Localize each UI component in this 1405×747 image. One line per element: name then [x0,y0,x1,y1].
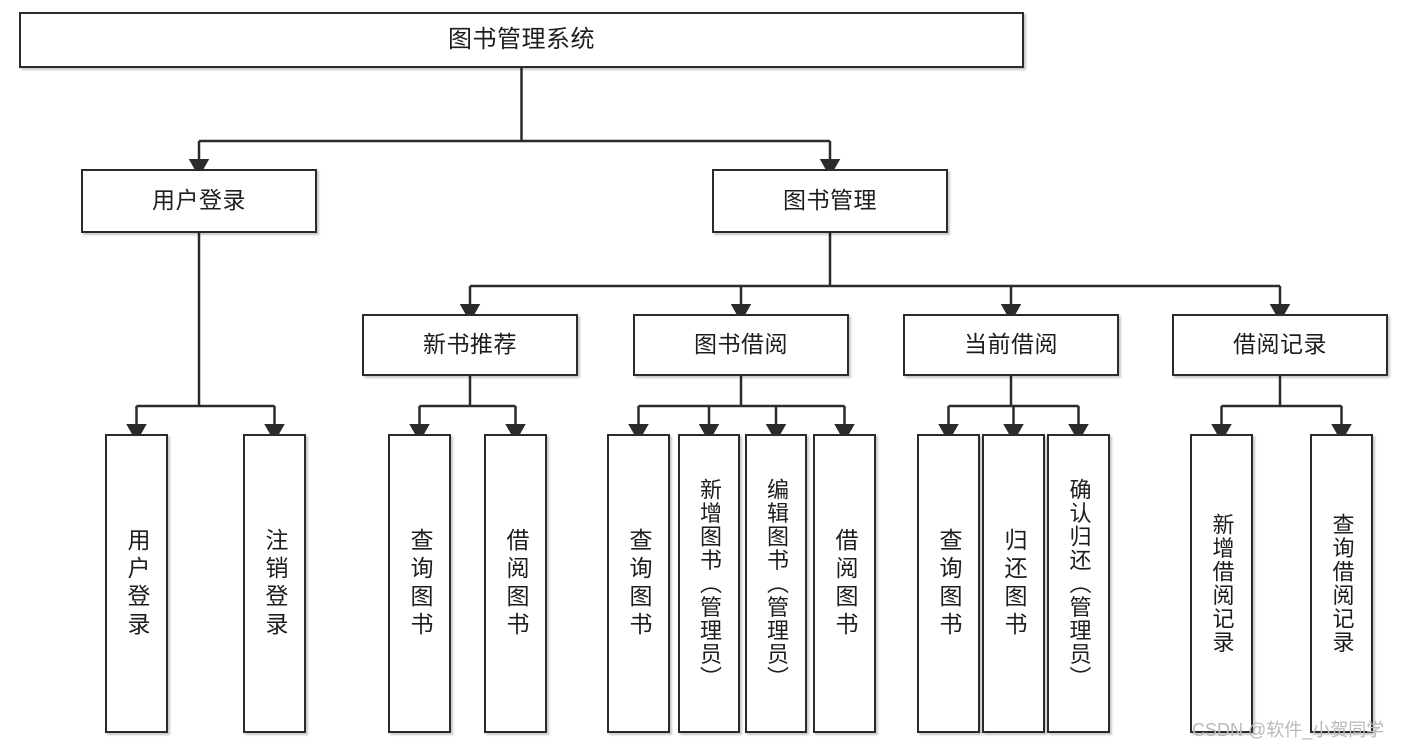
node-label: 归还图书 [1001,527,1027,640]
node-label: 用户登录 [124,527,150,640]
node-leaf-borrow-book[interactable]: 借阅图书 [813,434,876,733]
node-borrow-record[interactable]: 借阅记录 [1172,314,1388,376]
node-new-book-rec[interactable]: 新书推荐 [362,314,578,376]
connector-lines [126,68,1352,442]
node-label: 查询图书 [407,527,433,640]
node-leaf-query-book-rec[interactable]: 查询图书 [388,434,451,733]
watermark-label: CSDN @软件_小贺同学 [1192,720,1385,740]
node-label: 图书管理系统 [448,25,595,53]
node-leaf-user-login[interactable]: 用户登录 [105,434,168,733]
node-user-login[interactable]: 用户登录 [81,169,317,233]
node-current-borrow[interactable]: 当前借阅 [903,314,1119,376]
node-label: 借阅图书 [832,527,858,640]
node-leaf-edit-book[interactable]: 编辑图书（管理员） [745,434,807,733]
node-book-borrow[interactable]: 图书借阅 [633,314,849,376]
node-label: 编辑图书（管理员） [764,477,789,690]
node-root-system[interactable]: 图书管理系统 [19,12,1024,68]
node-label: 新增图书（管理员） [697,477,722,690]
node-leaf-query-record[interactable]: 查询借阅记录 [1310,434,1373,733]
node-label: 新书推荐 [423,331,517,358]
node-label: 用户登录 [152,187,246,214]
node-leaf-query-book-borrow[interactable]: 查询图书 [607,434,670,733]
node-label: 新增借阅记录 [1209,513,1235,654]
node-label: 借阅图书 [503,527,529,640]
node-leaf-query-book-cur[interactable]: 查询图书 [917,434,980,733]
node-label: 图书管理 [783,187,877,214]
node-label: 图书借阅 [694,331,788,358]
node-label: 查询图书 [626,527,652,640]
node-book-manage[interactable]: 图书管理 [712,169,948,233]
node-leaf-return-book[interactable]: 归还图书 [982,434,1045,733]
node-label: 借阅记录 [1233,331,1327,358]
node-leaf-borrow-book-rec[interactable]: 借阅图书 [484,434,547,733]
node-leaf-add-book[interactable]: 新增图书（管理员） [678,434,740,733]
node-label: 当前借阅 [964,331,1058,358]
node-label: 查询图书 [936,527,962,640]
node-label: 查询借阅记录 [1329,513,1355,654]
node-leaf-logout[interactable]: 注销登录 [243,434,306,733]
node-leaf-confirm-return[interactable]: 确认归还（管理员） [1047,434,1110,733]
node-leaf-add-record[interactable]: 新增借阅记录 [1190,434,1253,733]
node-label: 确认归还（管理员） [1066,477,1092,690]
node-label: 注销登录 [262,527,288,640]
